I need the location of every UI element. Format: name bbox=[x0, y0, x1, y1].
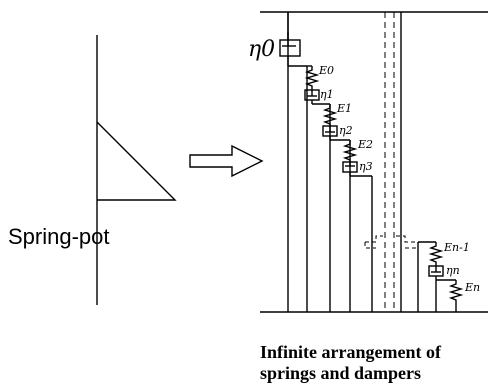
spring-en-icon bbox=[448, 280, 464, 312]
en-1-label: En-1 bbox=[443, 241, 470, 254]
eta3-label: η3 bbox=[359, 160, 373, 173]
arrow-icon bbox=[189, 144, 264, 178]
spring-e0-icon bbox=[304, 66, 320, 90]
springpot-triangle bbox=[96, 121, 177, 201]
spring-en-1-icon bbox=[428, 242, 444, 266]
eta0-label: η0 bbox=[248, 37, 275, 62]
en-label: En bbox=[464, 281, 480, 294]
etan-label: ηn bbox=[446, 264, 460, 277]
e2-label: E2 bbox=[357, 138, 373, 151]
springpot-label: Spring-pot bbox=[8, 224, 110, 249]
spring-e2-icon bbox=[342, 140, 358, 162]
eta0-damper-icon bbox=[279, 39, 301, 57]
caption-line-1: Infinite arrangement of bbox=[260, 342, 441, 362]
eta2-label: η2 bbox=[339, 124, 353, 137]
e1-label: E1 bbox=[336, 102, 352, 115]
spring-e1-icon bbox=[322, 104, 338, 126]
caption-line-2: springs and dampers bbox=[260, 363, 422, 383]
dashed-break-connector bbox=[364, 235, 418, 249]
eta1-label: η1 bbox=[320, 88, 334, 101]
e0-label: E0 bbox=[318, 64, 334, 77]
caption: Infinite arrangement of springs and damp… bbox=[260, 342, 495, 384]
